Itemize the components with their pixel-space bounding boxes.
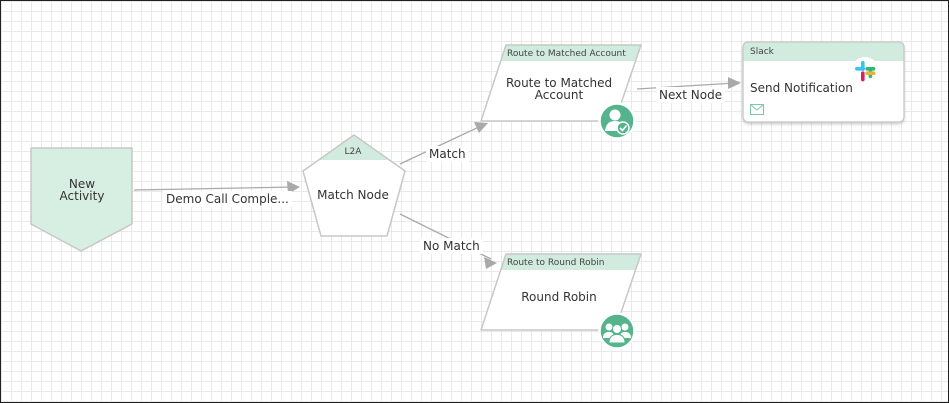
connector-match[interactable] [399, 125, 482, 165]
edge-label-next-node[interactable]: Next Node [656, 87, 726, 103]
arrowhead [287, 181, 300, 194]
envelope-icon [750, 104, 764, 115]
node-label: Match Node [317, 188, 389, 202]
start-node-new-activity[interactable]: New Activity [29, 147, 135, 253]
route-matched-account-node[interactable]: Route to Matched Account Route to Matche… [479, 43, 644, 143]
start-node-shape [30, 147, 133, 252]
arrowhead [474, 122, 488, 133]
node-header: Slack [750, 47, 774, 57]
edge-label-match[interactable]: Match [426, 146, 469, 162]
arrowhead [728, 77, 741, 89]
match-node[interactable]: L2A Match Node [301, 132, 409, 242]
node-label: Round Robin [521, 290, 597, 304]
slack-notification-node[interactable]: Slack Send Notification [742, 41, 906, 125]
node-tag: L2A [344, 147, 362, 157]
slack-logo-icon [850, 56, 880, 86]
connector-next-node[interactable] [636, 82, 736, 90]
route-round-robin-node[interactable]: Route to Round Robin Round Robin [479, 252, 644, 352]
connector-demo-call[interactable] [133, 186, 294, 191]
user-check-icon [598, 102, 636, 140]
arrowhead [484, 257, 497, 269]
match-node-shape [302, 134, 406, 237]
user-group-icon [598, 312, 636, 350]
node-header: Route to Matched Account [507, 49, 626, 59]
edge-label-demo-call[interactable]: Demo Call Comple... [163, 191, 292, 207]
node-header: Route to Round Robin [507, 258, 605, 268]
node-label: New Activity [59, 177, 105, 203]
node-label: Route to Matched Account [505, 76, 613, 102]
edge-label-no-match[interactable]: No Match [420, 238, 483, 254]
node-label: Send Notification [750, 81, 853, 95]
